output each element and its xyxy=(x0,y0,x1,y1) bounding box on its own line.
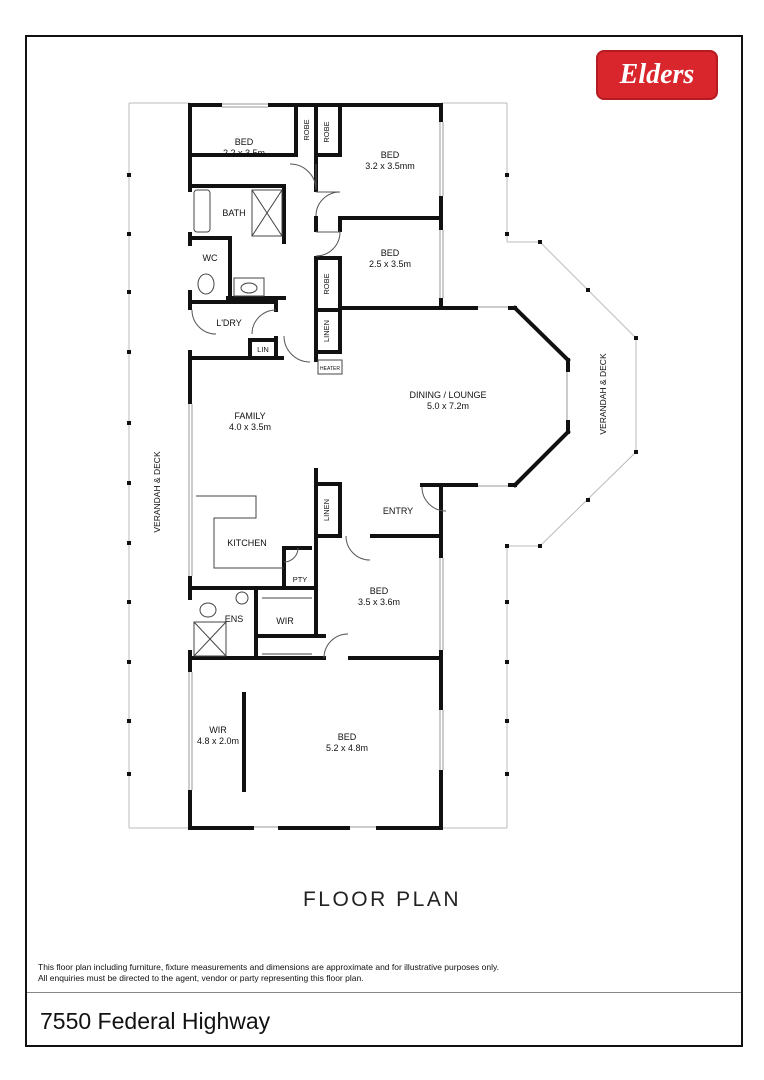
verandah-deck-label: VERANDAH & DECK xyxy=(152,451,162,533)
heater-label: HEATER xyxy=(320,366,340,372)
room-dims: 2.5 x 3.5m xyxy=(369,259,411,269)
room-name: BATH xyxy=(222,208,245,218)
robe-label: ROBE xyxy=(322,121,331,142)
linen-label: LINEN xyxy=(322,499,331,521)
disclaimer: This floor plan including furniture, fix… xyxy=(38,962,499,984)
disclaimer-line: This floor plan including furniture, fix… xyxy=(38,962,499,972)
disclaimer-line: All enquiries must be directed to the ag… xyxy=(38,973,364,983)
room-name: DINING / LOUNGE xyxy=(409,390,486,400)
room-name: ENTRY xyxy=(383,506,413,516)
room-dims: 3.2 x 3.5mm xyxy=(365,161,415,171)
room-dims: 5.0 x 7.2m xyxy=(427,401,469,411)
robe-label: ROBE xyxy=(302,119,311,140)
room-name: L'DRY xyxy=(216,318,242,328)
divider xyxy=(27,992,741,993)
room-dims: 4.0 x 3.5m xyxy=(229,422,271,432)
room-name: BED xyxy=(338,732,357,742)
page-frame xyxy=(25,35,743,1047)
room-name: WIR xyxy=(209,725,227,735)
room-dims: 4.8 x 2.0m xyxy=(197,736,239,746)
room-name: BED xyxy=(235,137,254,147)
room-dims: 3.5 x 3.6m xyxy=(358,597,400,607)
room-name: WC xyxy=(203,253,218,263)
room-name: KITCHEN xyxy=(227,538,267,548)
room-name: FAMILY xyxy=(234,411,265,421)
robe-label: ROBE xyxy=(322,273,331,294)
room-name: WIR xyxy=(276,616,294,626)
room-name: BED xyxy=(381,248,400,258)
room-name: LIN xyxy=(257,345,269,354)
room-name: ENS xyxy=(225,614,244,624)
logo-text: Elders xyxy=(619,59,695,90)
room-name: PTY xyxy=(293,575,308,584)
room-dims: 5.2 x 4.8m xyxy=(326,743,368,753)
linen-label: LINEN xyxy=(322,320,331,342)
room-dims: 2.2 x 3.5m xyxy=(223,148,265,158)
room-name: BED xyxy=(381,150,400,160)
elders-logo-icon: Elders xyxy=(596,50,718,100)
property-address: 7550 Federal Highway xyxy=(40,1008,271,1034)
verandah-deck-label: VERANDAH & DECK xyxy=(598,353,608,435)
room-name: BED xyxy=(370,586,389,596)
floor-plan-title: FLOOR PLAN xyxy=(302,888,462,911)
